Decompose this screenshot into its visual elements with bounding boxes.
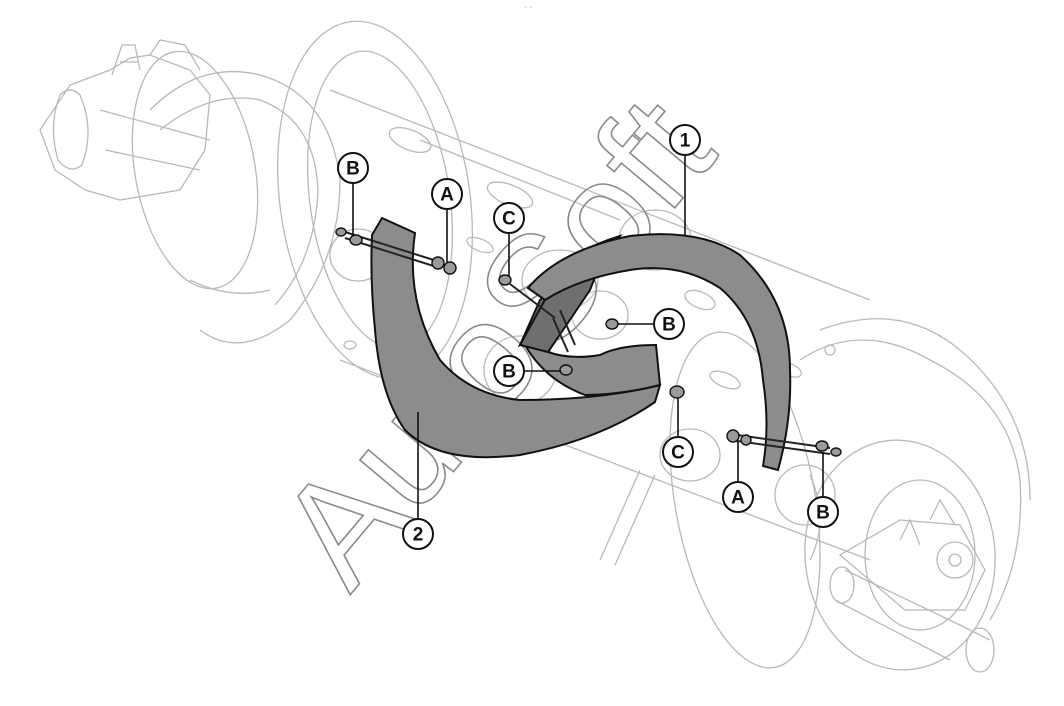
left-gearbox-ghost — [39, 39, 211, 201]
center-nut-lower-icon — [669, 385, 685, 399]
callout-washer-b-left: B — [337, 152, 369, 236]
auger-flight-part-1 — [526, 233, 792, 472]
callout-nut-c-lower: C — [662, 398, 694, 468]
top-hint-text: - - — [524, 2, 533, 12]
center-washer-icon — [605, 318, 619, 330]
callouts: 1 2 B A C B — [337, 124, 839, 550]
callout-bolt-a-left: A — [431, 178, 463, 263]
callout-part-1-label: 1 — [680, 131, 691, 152]
callout-nut-c-upper: C — [493, 202, 525, 276]
fasteners — [335, 227, 842, 457]
right-housing-disc-ghost — [804, 439, 996, 671]
watermark: AutoSoft — [245, 66, 745, 616]
watermark-text: AutoSoft — [246, 67, 745, 616]
callout-b-center-label: B — [662, 315, 676, 336]
support-strut-ghost — [599, 469, 641, 561]
callout-part-1: 1 — [669, 124, 701, 236]
left-bolt-set — [335, 227, 457, 275]
callout-b-right-label: B — [816, 503, 830, 524]
callout-a-right-label: A — [731, 488, 745, 509]
right-spiral-ghost — [799, 318, 1031, 621]
right-bolt-head-icon — [726, 429, 740, 443]
right-end-disc-ghost — [669, 331, 821, 669]
left-auger-disc-ghost — [131, 50, 259, 290]
callout-washer-b-inner: B — [493, 355, 561, 387]
inner-washer-icon — [559, 364, 573, 376]
left-washer-icon — [349, 234, 363, 246]
callout-c-upper-label: C — [502, 209, 516, 230]
callout-part-2: 2 — [402, 412, 434, 550]
callout-part-2-label: 2 — [413, 525, 424, 546]
callout-c-lower-label: C — [671, 443, 685, 464]
right-washer-icon — [815, 440, 829, 452]
right-nut-icon — [830, 447, 842, 457]
right-gearbox-ghost — [829, 498, 995, 673]
center-nut-upper-icon — [498, 274, 512, 286]
callout-b-inner-label: B — [502, 362, 516, 383]
left-spiral-ghost — [149, 70, 341, 344]
callout-a-left-label: A — [440, 185, 454, 206]
left-bolt-head-icon — [431, 256, 445, 270]
central-tube-ghost — [329, 89, 871, 561]
callout-washer-b-right: B — [807, 452, 839, 528]
right-bolt-set — [726, 429, 842, 457]
callout-bolt-a-right: A — [722, 441, 754, 513]
callout-washer-b-center: B — [617, 308, 685, 340]
callout-b-left-label: B — [346, 159, 360, 180]
left-nut-icon — [335, 227, 347, 237]
